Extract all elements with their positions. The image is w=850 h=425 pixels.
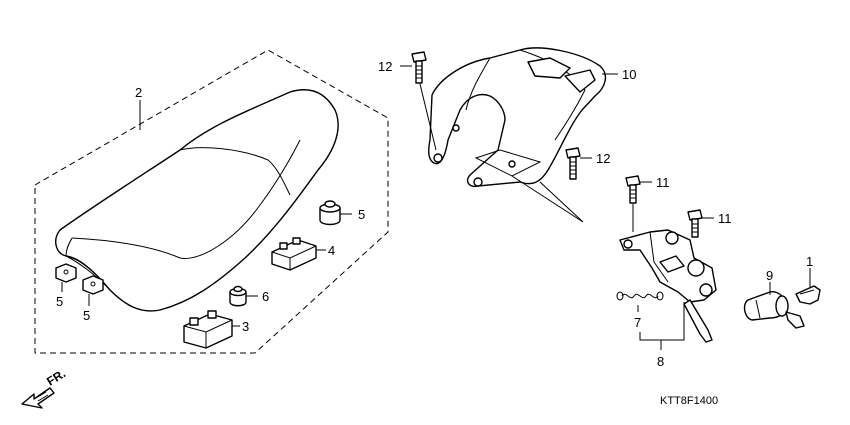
grommet-6 [229, 285, 247, 307]
front-direction-arrow-icon [21, 387, 55, 409]
callout-5-left-a: 5 [56, 294, 63, 309]
callout-2: 2 [135, 85, 142, 100]
key-cylinder-9 [743, 291, 805, 329]
bolt-11-upper-leader [632, 181, 652, 232]
diagram-code: KTT8F1400 [660, 395, 718, 407]
rubber-5-right [319, 200, 341, 226]
callout-3: 3 [242, 319, 249, 334]
bolt-11-upper [625, 175, 641, 204]
seat-group-dashed-box [34, 49, 389, 354]
bolt-12-right [565, 147, 581, 180]
callout-10: 10 [622, 67, 636, 82]
callout-11-upper: 11 [656, 175, 670, 190]
bolt-11-lower [687, 209, 703, 238]
callout-8: 8 [657, 354, 664, 369]
spring-7 [616, 291, 664, 301]
bolt-12-upper-leader [400, 65, 437, 151]
lock-bracket-lines [637, 302, 685, 350]
direction-label: FR. [44, 366, 68, 388]
grab-rail [428, 47, 607, 188]
clip-5-left-a [55, 263, 77, 283]
callout-11-lower: 11 [718, 211, 732, 226]
rail-leader-lines [511, 175, 584, 223]
bolt-12-upper [411, 51, 427, 84]
callout-1: 1 [806, 254, 813, 269]
callout-5-right: 5 [358, 207, 365, 222]
seat-lock-assembly [619, 229, 717, 343]
callout-6: 6 [262, 289, 269, 304]
clip-5-left-b [82, 275, 104, 295]
callout-12-upper: 12 [378, 59, 392, 74]
callout-12-right: 12 [596, 151, 610, 166]
clip-1 [795, 285, 821, 305]
callout-5-left-b: 5 [83, 308, 90, 323]
callout-7: 7 [634, 315, 641, 330]
cushion-3 [183, 310, 233, 349]
callout-9: 9 [766, 268, 773, 283]
callout-4: 4 [328, 243, 335, 258]
cushion-4 [271, 237, 317, 271]
